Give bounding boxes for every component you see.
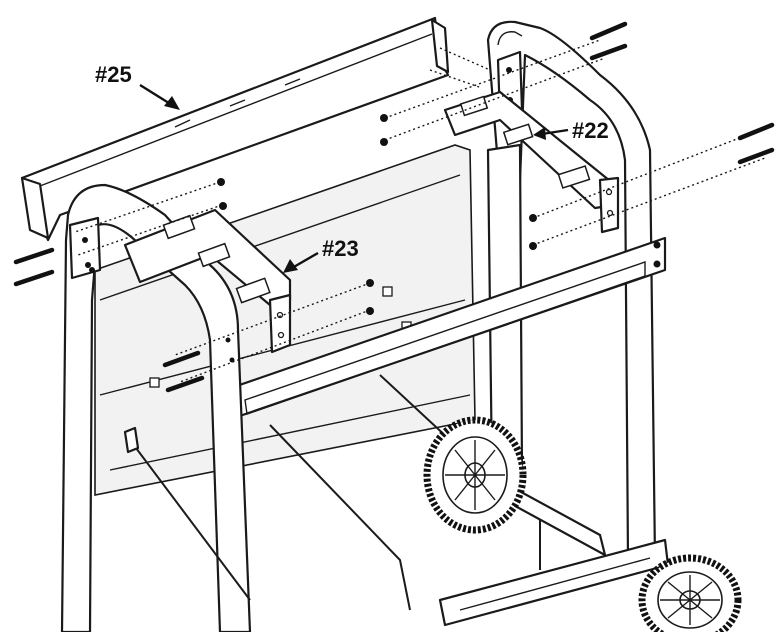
leader-arrows (139, 83, 569, 273)
nut-5 (217, 178, 225, 186)
nut-8 (366, 307, 374, 315)
nut-6 (219, 202, 227, 210)
bracket-23 (123, 208, 292, 354)
bolt-mid-1 (162, 350, 201, 368)
bolt-top-1 (589, 21, 628, 41)
nut-4 (529, 242, 537, 250)
bolt-top-2 (589, 43, 628, 61)
bolt-right-2 (737, 147, 775, 165)
callout-part-22: #22 (572, 118, 609, 143)
arrow-23 (291, 251, 319, 270)
alignment-guides (74, 39, 766, 383)
nut-2 (380, 138, 388, 146)
front-wheel (638, 554, 742, 632)
bolts (13, 21, 775, 393)
callout-part-23: #23 (322, 236, 359, 261)
nut-1 (380, 114, 388, 122)
nut-7 (366, 279, 374, 287)
bolt-left-1 (13, 247, 55, 265)
nuts (217, 114, 537, 315)
callout-part-25: #25 (95, 62, 132, 87)
bolt-left-2 (13, 269, 55, 287)
nut-3 (529, 214, 537, 222)
bolt-mid-2 (165, 375, 205, 393)
arrow-22 (541, 128, 569, 136)
rear-wheel (423, 416, 527, 534)
side-shelf-panel-25 (20, 16, 450, 242)
left-front-upright (60, 183, 252, 632)
arrow-25 (139, 83, 173, 107)
bolt-right-1 (737, 122, 775, 141)
